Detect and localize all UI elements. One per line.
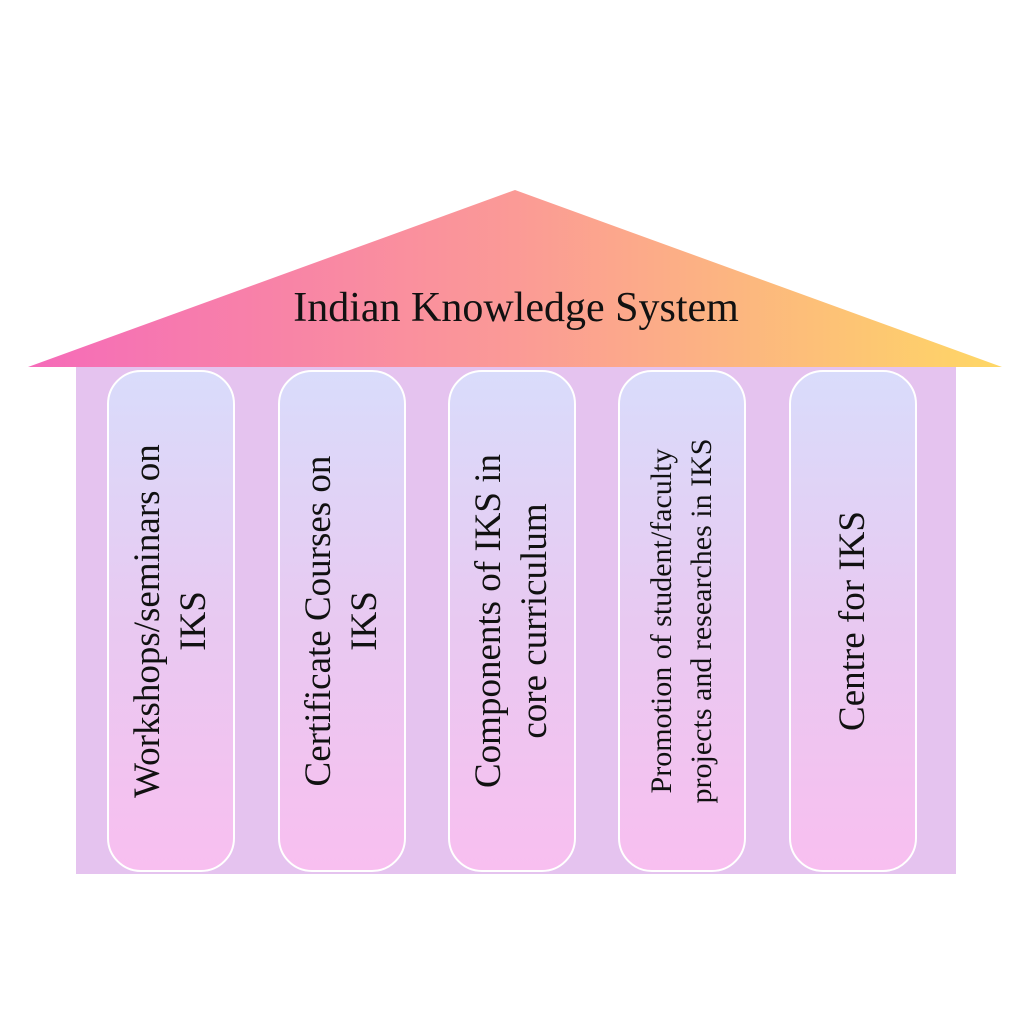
pillar-label-line: Certificate Courses on [298,455,339,787]
pillar-workshops: Workshops/seminars on IKS [107,370,235,872]
pillar-label-line: Promotion of student/faculty [645,448,678,794]
pillar-label-line: Centre for IKS [832,511,873,731]
pillar-research-promotion: Promotion of student/faculty projects an… [618,370,746,872]
pillar-certificate-courses: Certificate Courses on IKS [278,370,406,872]
roof-triangle [28,190,1002,367]
pillar-label: Components of IKS in core curriculum [466,386,558,856]
pillar-centre: Centre for IKS [789,370,917,872]
pillar-label-line: IKS [344,591,385,651]
pillar-label: Centre for IKS [830,386,876,856]
pillar-label-line: Workshops/seminars on [127,444,168,798]
pillar-label-line: core curriculum [514,503,555,739]
diagram-title: Indian Knowledge System [293,285,739,331]
pillar-label: Certificate Courses on IKS [296,386,388,856]
pillar-core-curriculum: Components of IKS in core curriculum [448,370,576,872]
pillar-label-line: IKS [173,591,214,651]
pillar-label: Promotion of student/faculty projects an… [642,386,722,856]
pillar-label-line: projects and researches in IKS [685,438,718,804]
pillar-label: Workshops/seminars on IKS [125,386,217,856]
pillar-label-line: Components of IKS in [468,453,509,789]
